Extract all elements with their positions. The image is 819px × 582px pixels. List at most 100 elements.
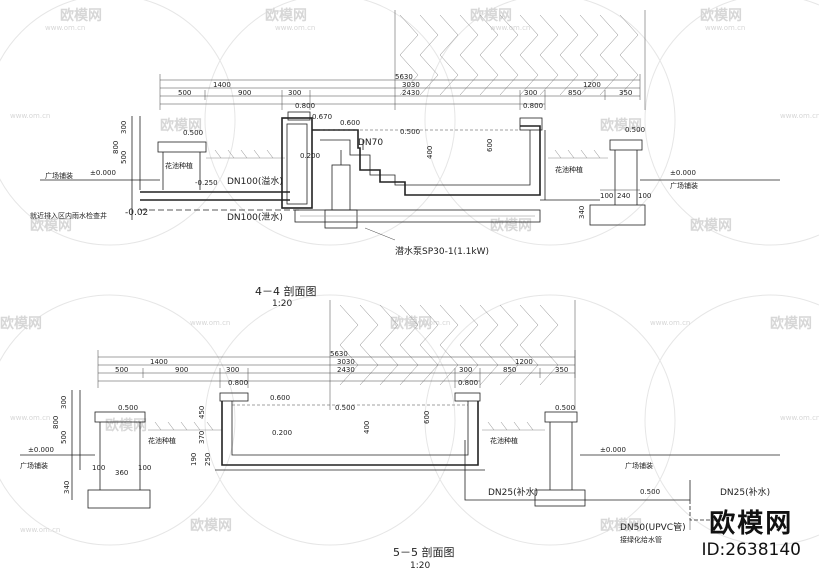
dim-label: 0.800 <box>458 379 478 387</box>
dim-label: 450 <box>198 406 206 419</box>
dim-label: 3030 <box>337 358 355 366</box>
dim-label: 500 <box>178 89 191 97</box>
dim-label: 300 <box>288 89 301 97</box>
dim-label: 2430 <box>402 89 420 97</box>
watermark-logo: 欧模网 <box>600 517 642 534</box>
dim-label: 900 <box>175 366 188 374</box>
dim-label: 850 <box>568 89 581 97</box>
rock-hatch-top <box>394 10 646 110</box>
dim-label: 0.800 <box>523 102 543 110</box>
dim-label: 600 <box>486 139 494 152</box>
dim-label: 800 <box>112 141 120 154</box>
dim-label: 340 <box>578 206 586 219</box>
section-5-5: 5630 3030 2430 1400 1200 500 900 300 300… <box>20 300 780 571</box>
dim-label: 0.800 <box>295 102 315 110</box>
watermark-logo: 欧模网 <box>190 517 232 534</box>
watermark-logo: 欧模网 <box>700 7 742 24</box>
level-label: 0.600 <box>270 394 290 402</box>
dimension-lines-bottom <box>97 350 576 388</box>
level-label: ±0.000 <box>28 446 54 454</box>
watermark-logo: 欧模网 <box>105 417 147 434</box>
dim-label: 300 <box>60 396 68 409</box>
watermark-logo: 欧模网 <box>390 315 432 332</box>
dim-label: 190 <box>190 453 198 466</box>
level-label: ±0.000 <box>670 169 696 177</box>
dim-label: 0.800 <box>228 379 248 387</box>
dim-label: 2430 <box>337 366 355 374</box>
label-paving: 广场铺装 <box>625 461 653 470</box>
level-label: 0.500 <box>640 488 660 496</box>
dim-label: 340 <box>63 481 71 494</box>
dim-label: 250 <box>204 453 212 466</box>
watermark-url: www.om.cn <box>490 24 530 32</box>
dim-label: 400 <box>426 146 434 159</box>
dim-label: 5630 <box>395 73 413 81</box>
level-label: 0.500 <box>400 128 420 136</box>
watermark-logo: 欧模网 <box>690 217 732 234</box>
section-4-4: 5630 3030 2430 1400 1200 500 900 300 300… <box>30 10 780 309</box>
level-label: 0.500 <box>335 404 355 412</box>
dim-label: 350 <box>619 89 632 97</box>
level-label: 0.200 <box>272 429 292 437</box>
dim-label: 350 <box>555 366 568 374</box>
watermark-url: www.om.cn <box>190 319 230 327</box>
brand-id: ID:2638140 <box>701 540 801 560</box>
label-planting: 花池种植 <box>165 161 193 170</box>
level-label: 0.670 <box>312 113 332 121</box>
dim-label: 100 <box>638 192 651 200</box>
watermark-logo: 欧模网 <box>770 315 812 332</box>
pipe-label: DN25(补水) <box>488 486 538 498</box>
watermark-url: www.om.cn <box>275 24 315 32</box>
section-title: 4－4 剖面图 <box>255 284 317 298</box>
pipes-section-b <box>464 440 720 530</box>
watermark-url: www.om.cn <box>20 526 60 534</box>
dim-label: 500 <box>60 431 68 444</box>
watermark-logo: 欧模网 <box>600 117 642 134</box>
watermark-url: www.om.cn <box>780 112 819 120</box>
watermark-url: www.om.cn <box>410 319 450 327</box>
label-paving: 广场铺装 <box>20 461 48 470</box>
level-label: ±0.000 <box>600 446 626 454</box>
dim-label: 300 <box>524 89 537 97</box>
right-planter <box>548 139 646 226</box>
pipe-label: DN25(补水) <box>720 486 770 498</box>
brand-block: 欧模网 ID:2638140 <box>701 503 801 560</box>
pipes-section-a <box>140 140 364 211</box>
dim-label: 1400 <box>213 81 231 89</box>
dim-label: 500 <box>115 366 128 374</box>
label-planting: 花池种植 <box>148 436 176 445</box>
dim-label: 240 <box>617 192 630 200</box>
dim-label: 3030 <box>402 81 420 89</box>
watermark-logo: 欧模网 <box>490 217 532 234</box>
dim-label: 300 <box>459 366 472 374</box>
watermark-url: www.om.cn <box>10 112 50 120</box>
watermark-url: www.om.cn <box>650 319 690 327</box>
brand-logo: 欧模网 <box>709 509 794 539</box>
pipe-label: DN50(UPVC管) <box>620 521 686 533</box>
level-label: 0.500 <box>118 404 138 412</box>
watermark-logo: 欧模网 <box>160 117 202 134</box>
dim-label: 100 <box>92 464 105 472</box>
pipe-label: DN100(泄水) <box>227 211 283 223</box>
level-label: 0.500 <box>555 404 575 412</box>
label-planting: 花池种植 <box>555 165 583 174</box>
section-scale: 1:20 <box>410 561 430 571</box>
watermark-logo: 欧模网 <box>470 7 512 24</box>
background-watermark-circles <box>0 0 819 546</box>
dim-label: 500 <box>120 151 128 164</box>
watermark-url: www.om.cn <box>780 414 819 422</box>
level-label: 0.500 <box>625 126 645 134</box>
watermark-url: www.om.cn <box>10 414 50 422</box>
dim-label: 100 <box>138 464 151 472</box>
label-greening-water: 接绿化给水管 <box>620 535 662 544</box>
watermarks: 欧模网 欧模网 欧模网 欧模网 www.om.cn www.om.cn www.… <box>0 7 819 534</box>
left-planter <box>131 116 207 220</box>
dim-label: 5630 <box>330 350 348 358</box>
dim-label: 300 <box>226 366 239 374</box>
watermark-logo: 欧模网 <box>0 315 42 332</box>
pipe-label: DN100(溢水) <box>227 175 283 187</box>
label-drain: 就近排入区内雨水检查井 <box>30 211 107 220</box>
left-planter-b <box>71 390 151 509</box>
watermark-logo: 欧模网 <box>30 217 72 234</box>
